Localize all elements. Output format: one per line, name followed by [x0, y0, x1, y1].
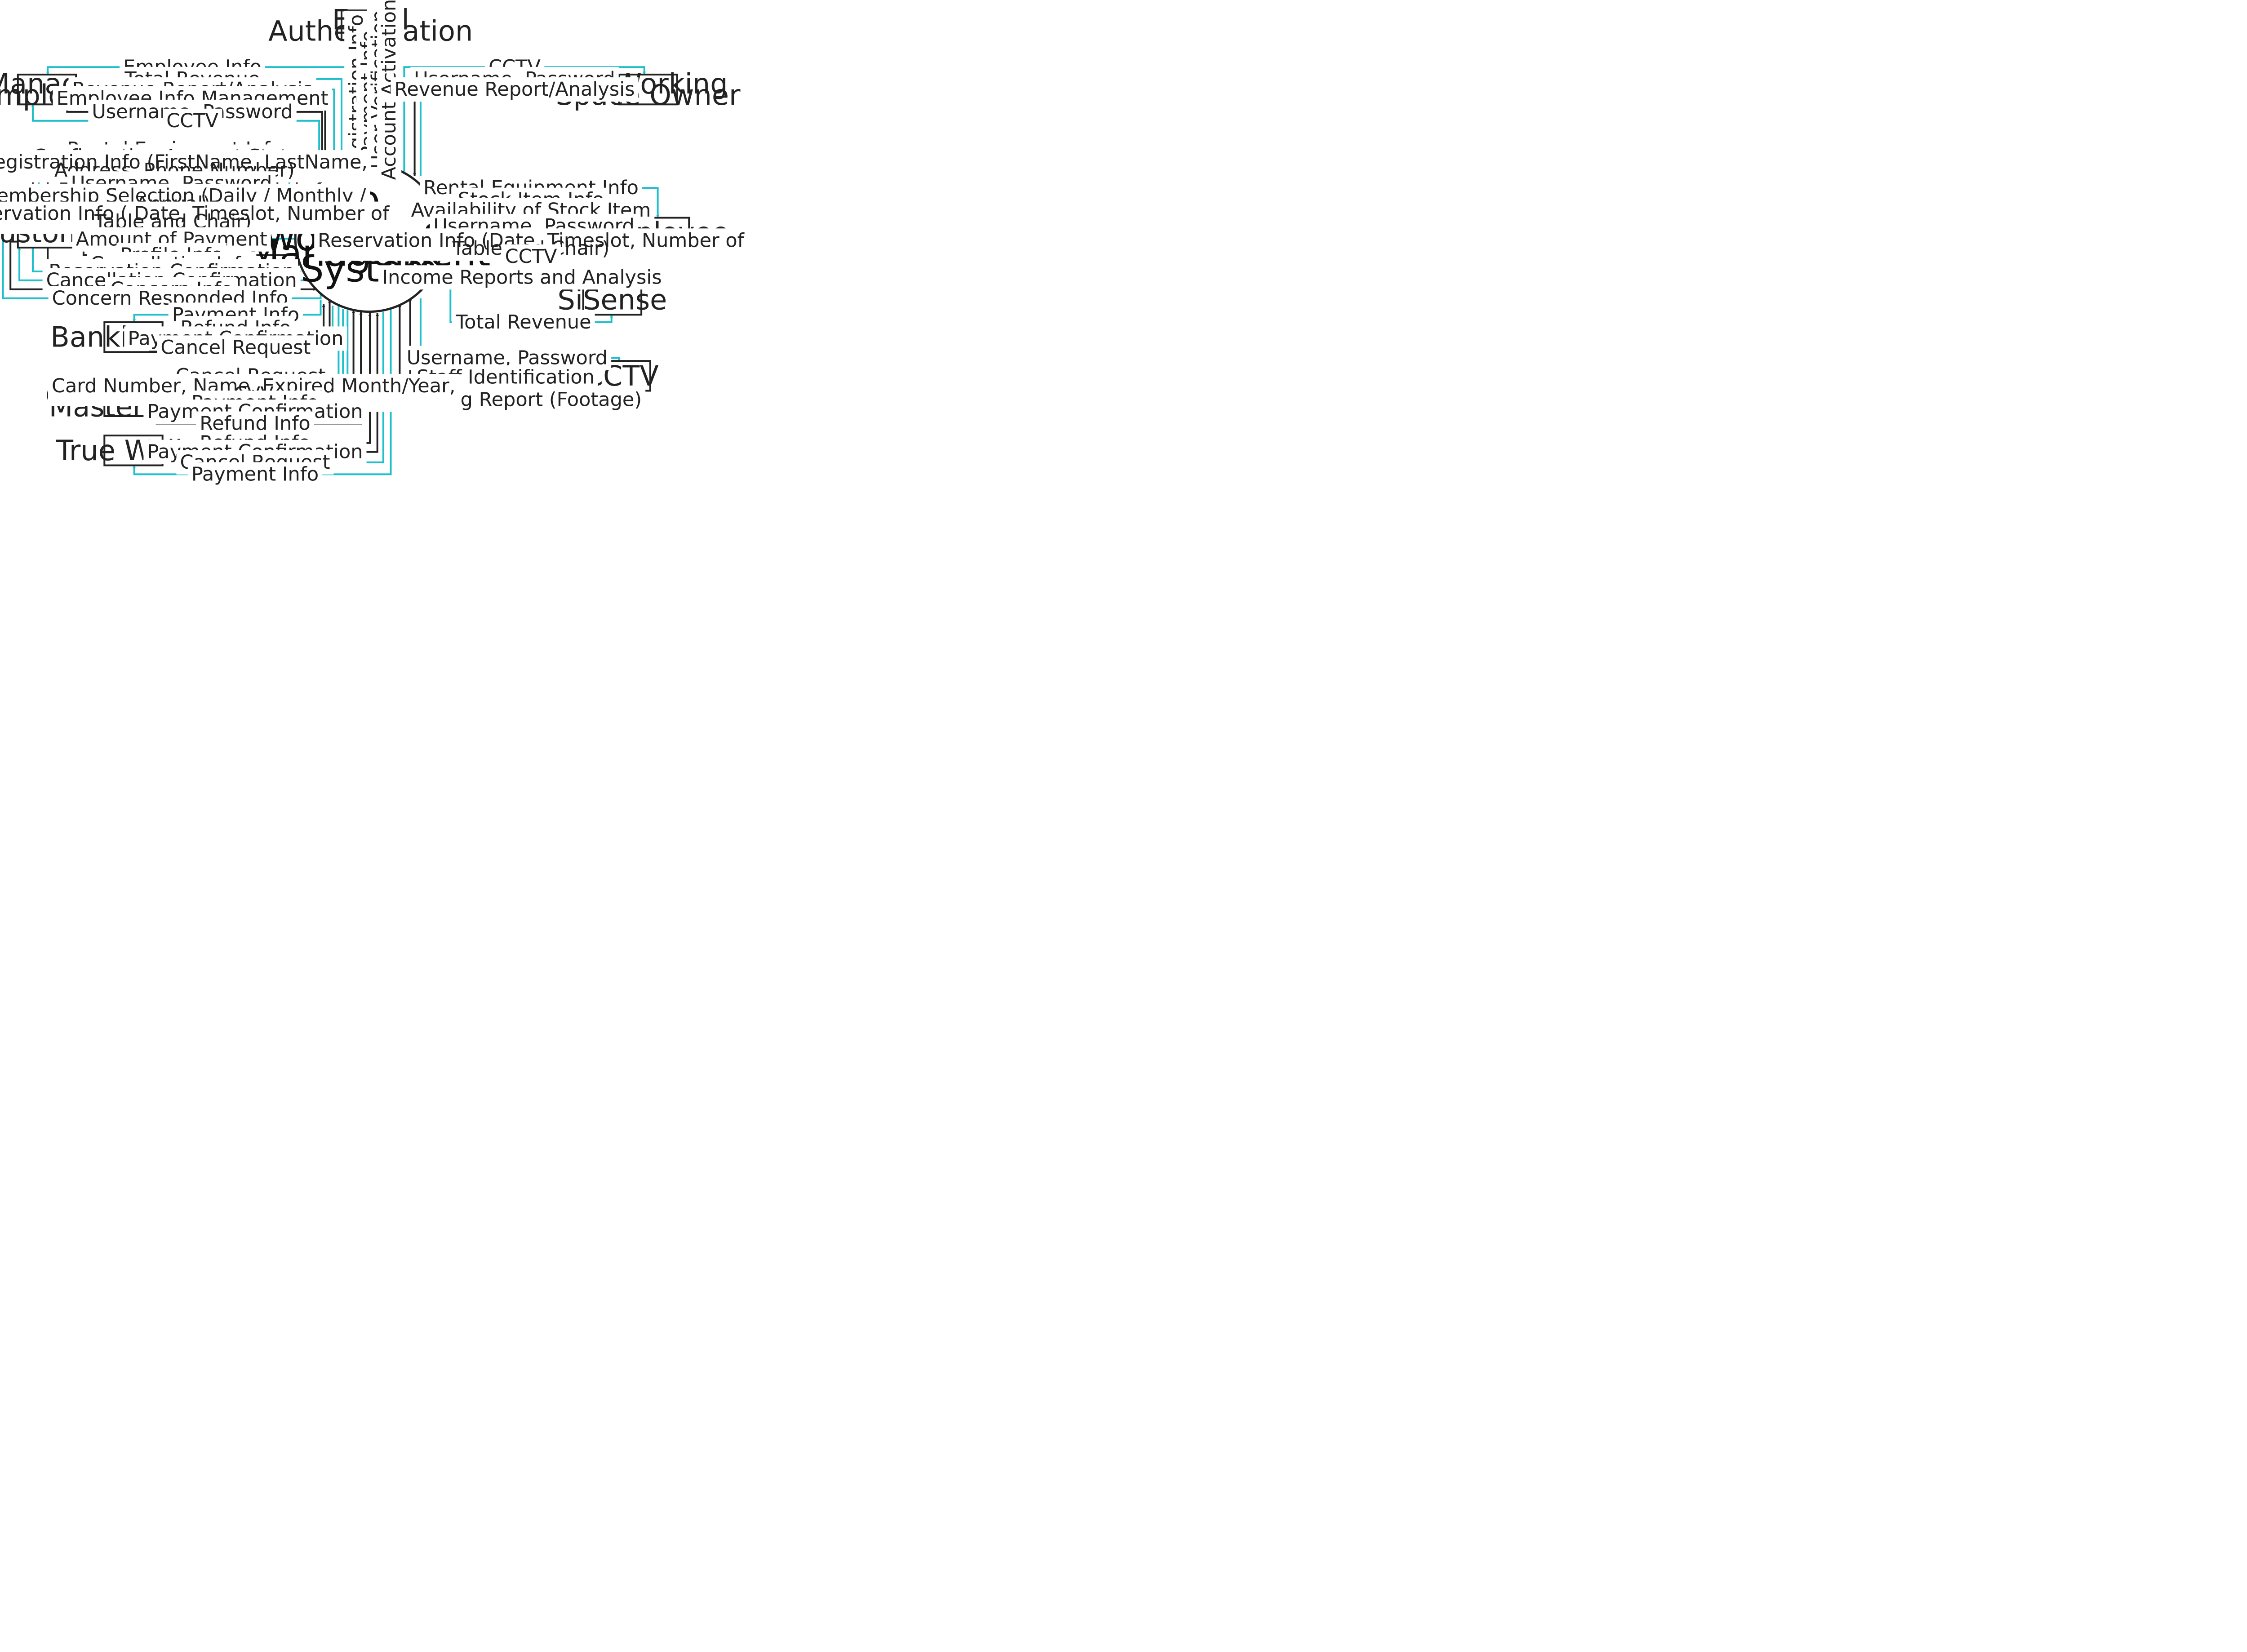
flow-label-emp-cctv: CCTV: [501, 244, 561, 269]
flow-label-backing: [452, 310, 595, 334]
flow-label-sisense-income-reports: Income Reports and Analysis: [378, 265, 666, 290]
flow-label-text: Income Reports and Analysis: [382, 266, 662, 289]
flow-label-backing: [187, 462, 323, 487]
flow-label-backing: [377, 0, 402, 184]
flow-label-backing: [391, 77, 639, 102]
flow-label-tw-payment-info: Payment Info: [187, 462, 323, 487]
flow-label-backing: [157, 335, 315, 360]
flow-label-sisense-total-revenue: Total Revenue: [452, 310, 595, 334]
flow-label-text: CCTV: [166, 110, 218, 132]
flow-label-text: Revenue Report/Analysis: [394, 78, 635, 101]
flow-label-cust-amount-payment: Amount of Payment: [72, 227, 271, 252]
flow-label-backing: [378, 265, 666, 290]
flow-label-text: Payment Info: [191, 463, 319, 485]
flow-label-owner-revenue-report: Revenue Report/Analysis: [391, 77, 639, 102]
flow-label-mgr-cctv: CCTV: [163, 108, 222, 133]
flow-label-backing: [501, 244, 561, 269]
flow-label-text: Total Revenue: [455, 311, 591, 333]
flow-label-bank-cancel-request: Cancel Request: [157, 335, 315, 360]
flow-label-text: Cancel Request: [160, 336, 311, 359]
flow-label-backing: [163, 108, 222, 133]
flow-label-text: Reservation Info ( Date, Timeslot, Numbe…: [0, 203, 390, 225]
flow-label-text: CCTV: [505, 245, 557, 268]
flow-label-email-account-activation: Account Activation: [377, 0, 402, 184]
flow-label-text: Registration Info (FirstName, LastName,: [0, 151, 368, 173]
